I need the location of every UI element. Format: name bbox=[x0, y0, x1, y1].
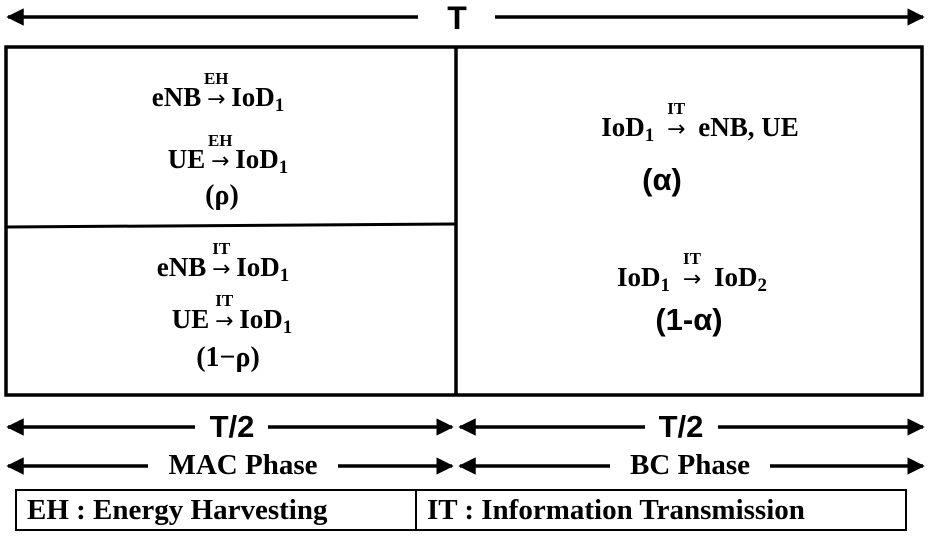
br-operator: IT→ bbox=[670, 250, 714, 292]
bl-row-1-operator: IT→ bbox=[206, 240, 236, 282]
right-arrow-icon: → bbox=[207, 87, 226, 112]
bl-row-2-operator: IT→ bbox=[209, 292, 239, 334]
br-from-sub: 1 bbox=[660, 275, 671, 296]
tr-operator: IT→ bbox=[654, 100, 698, 142]
legend-eh: EH : Energy Harvesting bbox=[15, 489, 417, 531]
bl-row-2-to: IoD bbox=[239, 304, 283, 334]
bl-row-1-to: IoD bbox=[236, 252, 280, 282]
right-arrow-icon: → bbox=[682, 267, 702, 292]
bl-param: (1−ρ) bbox=[196, 342, 260, 373]
tl-row-1-from: eNB bbox=[151, 82, 202, 112]
tl-row-1-to-sub: 1 bbox=[274, 95, 285, 116]
bl-row-2-op-label: IT bbox=[215, 291, 234, 310]
tr-from-sub: 1 bbox=[644, 125, 655, 146]
right-arrow-icon: → bbox=[215, 309, 234, 334]
tl-row-1-to: IoD bbox=[231, 82, 275, 112]
frame-box bbox=[4, 45, 924, 397]
tr-to: eNB, UE bbox=[698, 112, 799, 142]
tl-row-2-op-label: EH bbox=[207, 131, 233, 150]
tl-row-1-operator: EH→ bbox=[201, 70, 231, 112]
half-left-label: T/2 bbox=[209, 409, 255, 444]
half-right-label: T/2 bbox=[658, 409, 704, 444]
br-to: IoD bbox=[714, 262, 758, 292]
bl-row-1-to-sub: 1 bbox=[279, 265, 290, 286]
right-arrow-icon: → bbox=[667, 117, 686, 142]
br-param: (1-α) bbox=[655, 302, 723, 337]
tl-row-2-to: IoD bbox=[235, 144, 279, 174]
bc-phase-label: BC Phase bbox=[629, 449, 751, 481]
right-arrow-icon: → bbox=[212, 257, 231, 282]
frame-divider-horizontal bbox=[5, 222, 457, 229]
bl-row-2-to-sub: 1 bbox=[282, 317, 293, 338]
bl-row-2-from: UE bbox=[171, 304, 210, 334]
tr-param: (α) bbox=[642, 162, 682, 197]
tl-row-1-op-label: EH bbox=[203, 69, 229, 88]
tl-row-2-operator: EH→ bbox=[205, 132, 235, 174]
tr-from: IoD bbox=[601, 112, 645, 142]
br-to-sub: 2 bbox=[757, 275, 768, 296]
tl-row-2-to-sub: 1 bbox=[278, 157, 289, 178]
right-arrow-icon: → bbox=[211, 149, 230, 174]
tl-param: (ρ) bbox=[205, 180, 239, 211]
mac-phase-label: MAC Phase bbox=[168, 449, 318, 481]
legend-it: IT : Information Transmission bbox=[415, 489, 907, 531]
bl-row-1-from: eNB bbox=[156, 252, 207, 282]
period-label: T bbox=[447, 0, 467, 36]
br-from: IoD bbox=[616, 262, 661, 292]
bl-row-1-op-label: IT bbox=[212, 239, 231, 258]
tl-row-2-from: UE bbox=[167, 144, 206, 174]
br-op-label: IT bbox=[683, 249, 701, 268]
tr-op-label: IT bbox=[667, 99, 686, 118]
